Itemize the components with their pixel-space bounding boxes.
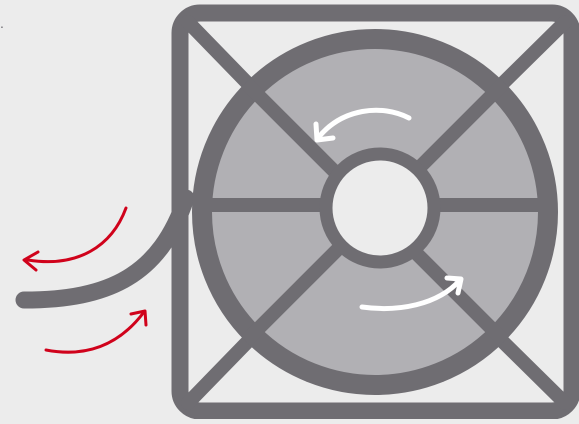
frame-diagonals [181, 15, 572, 410]
corner-text-fragment: . [0, 15, 4, 31]
power-cable-icon [15, 189, 195, 309]
rotation-arrow-icon [359, 275, 464, 312]
airflow-arrow-icon [22, 206, 128, 272]
fan-frame [171, 4, 579, 420]
rotation-arrow-icon [313, 107, 412, 143]
airflow-arrow-icon [44, 309, 148, 354]
fan-hub [319, 147, 441, 269]
